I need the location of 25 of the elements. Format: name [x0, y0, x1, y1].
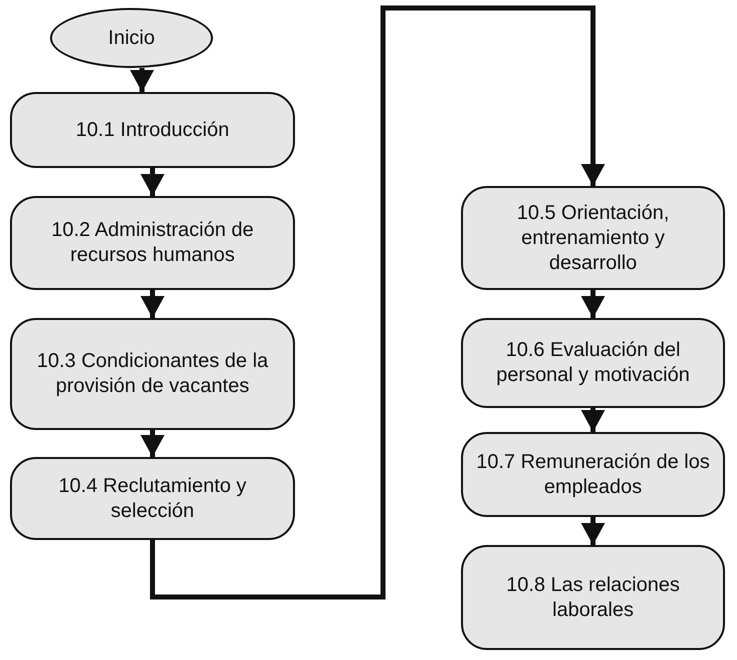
- node-label: 10.1 Introducción: [76, 118, 230, 142]
- arrow: [140, 168, 164, 196]
- arrow: [130, 68, 154, 92]
- node-label: 10.6 Evaluación del personal y motivación: [495, 338, 691, 388]
- arrow: [581, 408, 605, 432]
- arrow: [150, 6, 605, 600]
- node-label: 10.5 Orientación, entrenamiento y desarrollo: [516, 200, 670, 276]
- process-box: [461, 545, 725, 650]
- node-label: 10.7 Remuneración de los empleados: [475, 450, 711, 500]
- node-label: 10.8 Las relaciones laborales: [505, 572, 681, 622]
- process-box: [10, 92, 295, 168]
- arrow: [581, 517, 605, 545]
- process-box: [461, 432, 725, 517]
- process-box: [10, 457, 295, 540]
- node-label: 10.3 Condicionantes de la provisión de vacantes: [36, 349, 270, 399]
- node-label: 10.4 Reclutamiento y selección: [58, 474, 248, 524]
- process-box: [10, 196, 295, 290]
- process-box: [461, 318, 725, 408]
- arrow: [140, 290, 164, 318]
- node-label: 10.2 Administración de recursos humanos: [50, 218, 255, 268]
- process-box: [461, 186, 725, 290]
- process-box: [10, 318, 295, 430]
- arrow: [581, 290, 605, 318]
- node-label: Inicio: [108, 26, 155, 50]
- arrow: [140, 430, 164, 457]
